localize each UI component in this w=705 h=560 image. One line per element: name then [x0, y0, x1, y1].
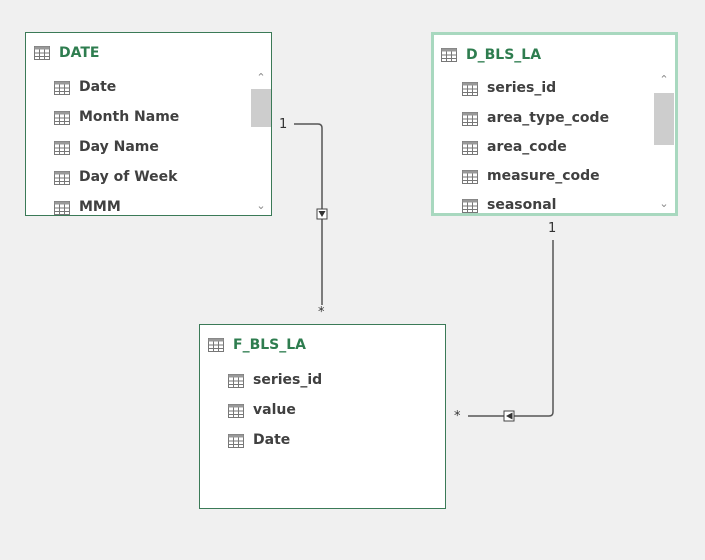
table-header[interactable]: D_BLS_LA	[434, 35, 675, 73]
scroll-thumb[interactable]	[251, 89, 271, 127]
table-header[interactable]: DATE	[26, 33, 271, 71]
field-label: Date	[79, 79, 117, 95]
cardinality-many-date: *	[318, 305, 325, 320]
field-icon	[54, 141, 70, 155]
field-label: area_type_code	[487, 110, 610, 126]
field-row[interactable]: MMM	[26, 193, 249, 215]
field-label: Day Name	[79, 139, 159, 155]
table-icon	[441, 48, 457, 62]
field-icon	[54, 111, 70, 125]
table-card-f-bls-la[interactable]: F_BLS_LA series_id value Date	[199, 324, 446, 509]
table-title: F_BLS_LA	[233, 337, 306, 353]
field-icon	[228, 404, 244, 418]
field-label: Day of Week	[79, 169, 178, 185]
field-row[interactable]: Day of Week	[26, 163, 249, 193]
table-icon	[208, 338, 224, 352]
filter-direction-icon-dim-fact	[503, 410, 515, 422]
scrollbar[interactable]: ⌃ ⌄	[654, 71, 674, 213]
field-icon	[462, 170, 478, 184]
table-card-d-bls-la[interactable]: D_BLS_LA series_id area_type_code area_c…	[431, 32, 678, 216]
field-row[interactable]: Date	[26, 73, 249, 103]
field-row[interactable]: value	[200, 396, 423, 426]
field-row[interactable]: Date	[200, 426, 423, 456]
field-icon	[228, 434, 244, 448]
field-row[interactable]: measure_code	[434, 162, 653, 192]
field-label: MMM	[79, 199, 121, 215]
scrollbar[interactable]: ⌃ ⌄	[251, 69, 271, 215]
scroll-thumb[interactable]	[654, 93, 674, 145]
scroll-down-icon[interactable]: ⌄	[659, 197, 669, 210]
cardinality-one-date: 1	[279, 117, 288, 132]
field-label: measure_code	[487, 168, 600, 184]
relationship-line-dim-fact	[468, 240, 554, 417]
scroll-down-icon[interactable]: ⌄	[256, 199, 266, 212]
field-row[interactable]: area_code	[434, 133, 653, 163]
scroll-up-icon[interactable]: ⌃	[256, 71, 266, 84]
table-title: D_BLS_LA	[466, 47, 542, 63]
field-label: value	[253, 402, 296, 418]
field-icon	[462, 82, 478, 96]
field-label: seasonal	[487, 197, 557, 213]
field-icon	[462, 141, 478, 155]
field-row[interactable]: seasonal	[434, 191, 653, 213]
field-row[interactable]: Day Name	[26, 133, 249, 163]
field-label: area_code	[487, 139, 567, 155]
field-label: series_id	[487, 80, 557, 96]
table-icon	[34, 46, 50, 60]
relationship-line-date-fact	[294, 123, 323, 305]
field-icon	[228, 374, 244, 388]
table-title: DATE	[59, 45, 100, 61]
field-label: Date	[253, 432, 291, 448]
table-header[interactable]: F_BLS_LA	[200, 325, 445, 363]
field-icon	[462, 199, 478, 213]
scroll-up-icon[interactable]: ⌃	[659, 73, 669, 86]
field-icon	[54, 171, 70, 185]
filter-direction-icon-date-fact	[316, 208, 328, 220]
field-label: series_id	[253, 372, 323, 388]
cardinality-many-dim: *	[454, 409, 461, 424]
field-icon	[462, 112, 478, 126]
table-card-date[interactable]: DATE Date Month Name Day Name Day of Wee…	[25, 32, 272, 216]
field-icon	[54, 201, 70, 215]
field-row[interactable]: series_id	[434, 74, 653, 104]
field-icon	[54, 81, 70, 95]
field-label: Month Name	[79, 109, 180, 125]
cardinality-one-dim: 1	[548, 221, 557, 236]
field-row[interactable]: area_type_code	[434, 104, 653, 134]
field-row[interactable]: Month Name	[26, 103, 249, 133]
field-row[interactable]: series_id	[200, 366, 423, 396]
